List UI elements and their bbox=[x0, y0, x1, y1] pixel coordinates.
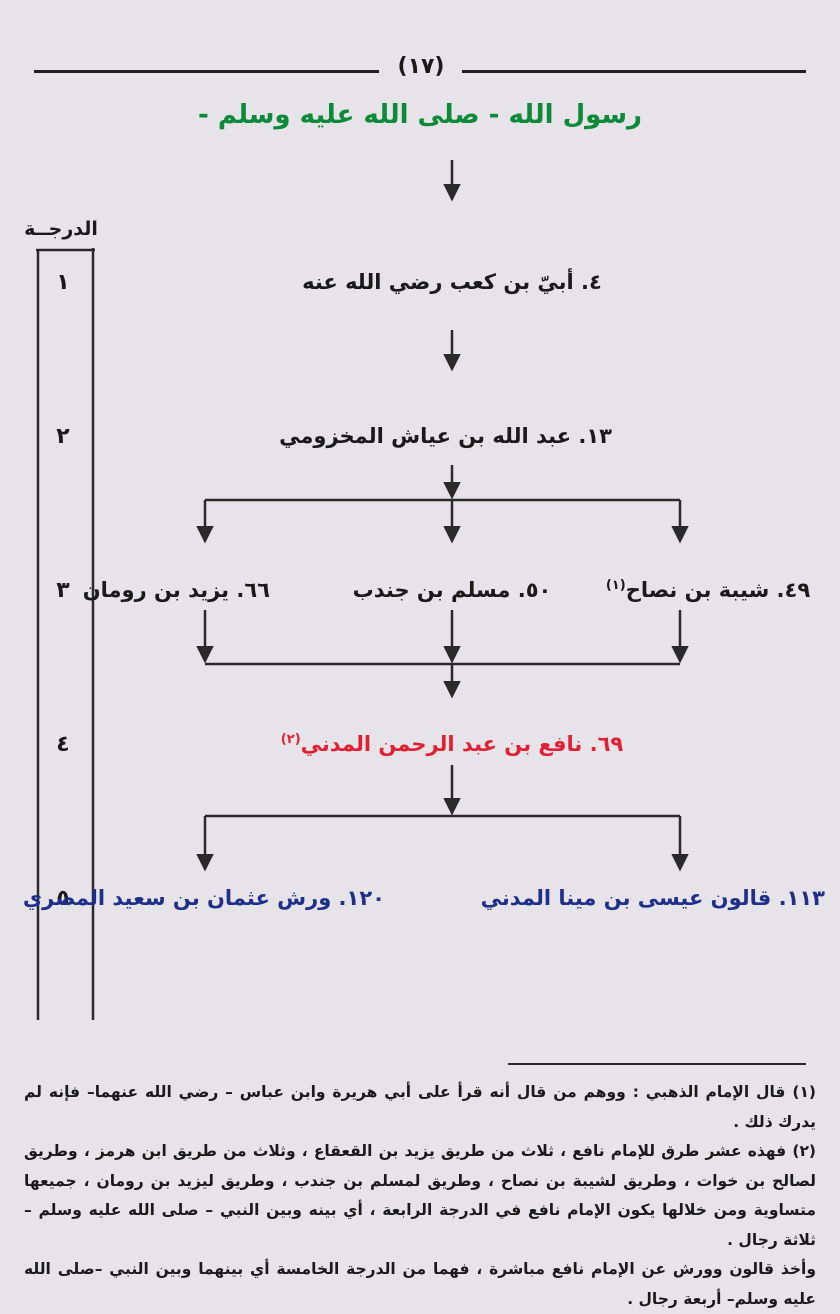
node-shaybah: ٤٩. شيبة بن نصاح(١) bbox=[598, 578, 818, 602]
node-qalun: ١١٣. قالون عيسى بن مينا المدني bbox=[480, 886, 825, 910]
footnote-1: (١) قال الإمام الذهبي : ووهم من قال أنه … bbox=[24, 1083, 816, 1131]
degree-1: ١ bbox=[56, 270, 70, 295]
node-nafi: ٦٩. نافع بن عبد الرحمن المدني(٢) bbox=[262, 732, 642, 756]
node-yazid: ٦٦. يزيد بن رومان bbox=[82, 578, 270, 602]
diagram-title: رسول الله - صلى الله عليه وسلم - bbox=[198, 100, 642, 130]
footnote-ref-2: (٢) bbox=[280, 732, 301, 747]
footnote-ref-1: (١) bbox=[605, 578, 626, 593]
node-shaybah-label: ٤٩. شيبة بن نصاح bbox=[625, 578, 811, 602]
footnote-2: (٢) فهذه عشر طرق للإمام نافع ، ثلاث من ط… bbox=[24, 1142, 816, 1249]
degree-3: ٣ bbox=[56, 578, 70, 603]
footnotes: (١) قال الإمام الذهبي : ووهم من قال أنه … bbox=[24, 1078, 816, 1314]
node-warsh: ١٢٠. ورش عثمان بن سعيد المصري bbox=[22, 886, 385, 910]
page-number: (١٧) bbox=[397, 54, 445, 79]
degree-4: ٤ bbox=[56, 732, 70, 757]
node-muslim: ٥٠. مسلم بن جندب bbox=[352, 578, 552, 602]
node-nafi-label: ٦٩. نافع بن عبد الرحمن المدني bbox=[300, 732, 624, 756]
header-rule-right bbox=[462, 70, 806, 73]
footnote-2-continued: وأخذ قالون وورش عن الإمام نافع مباشرة ، … bbox=[24, 1260, 816, 1308]
node-abdullah: ١٣. عبد الله بن عياش المخزومي bbox=[279, 424, 612, 448]
header-rule-left bbox=[34, 70, 379, 73]
node-ubayy: ٤. أبيّ بن كعب رضي الله عنه bbox=[302, 270, 602, 294]
degree-header: الدرجــة bbox=[24, 218, 98, 240]
degree-2: ٢ bbox=[56, 424, 70, 449]
degree-5: ٥ bbox=[56, 886, 70, 911]
